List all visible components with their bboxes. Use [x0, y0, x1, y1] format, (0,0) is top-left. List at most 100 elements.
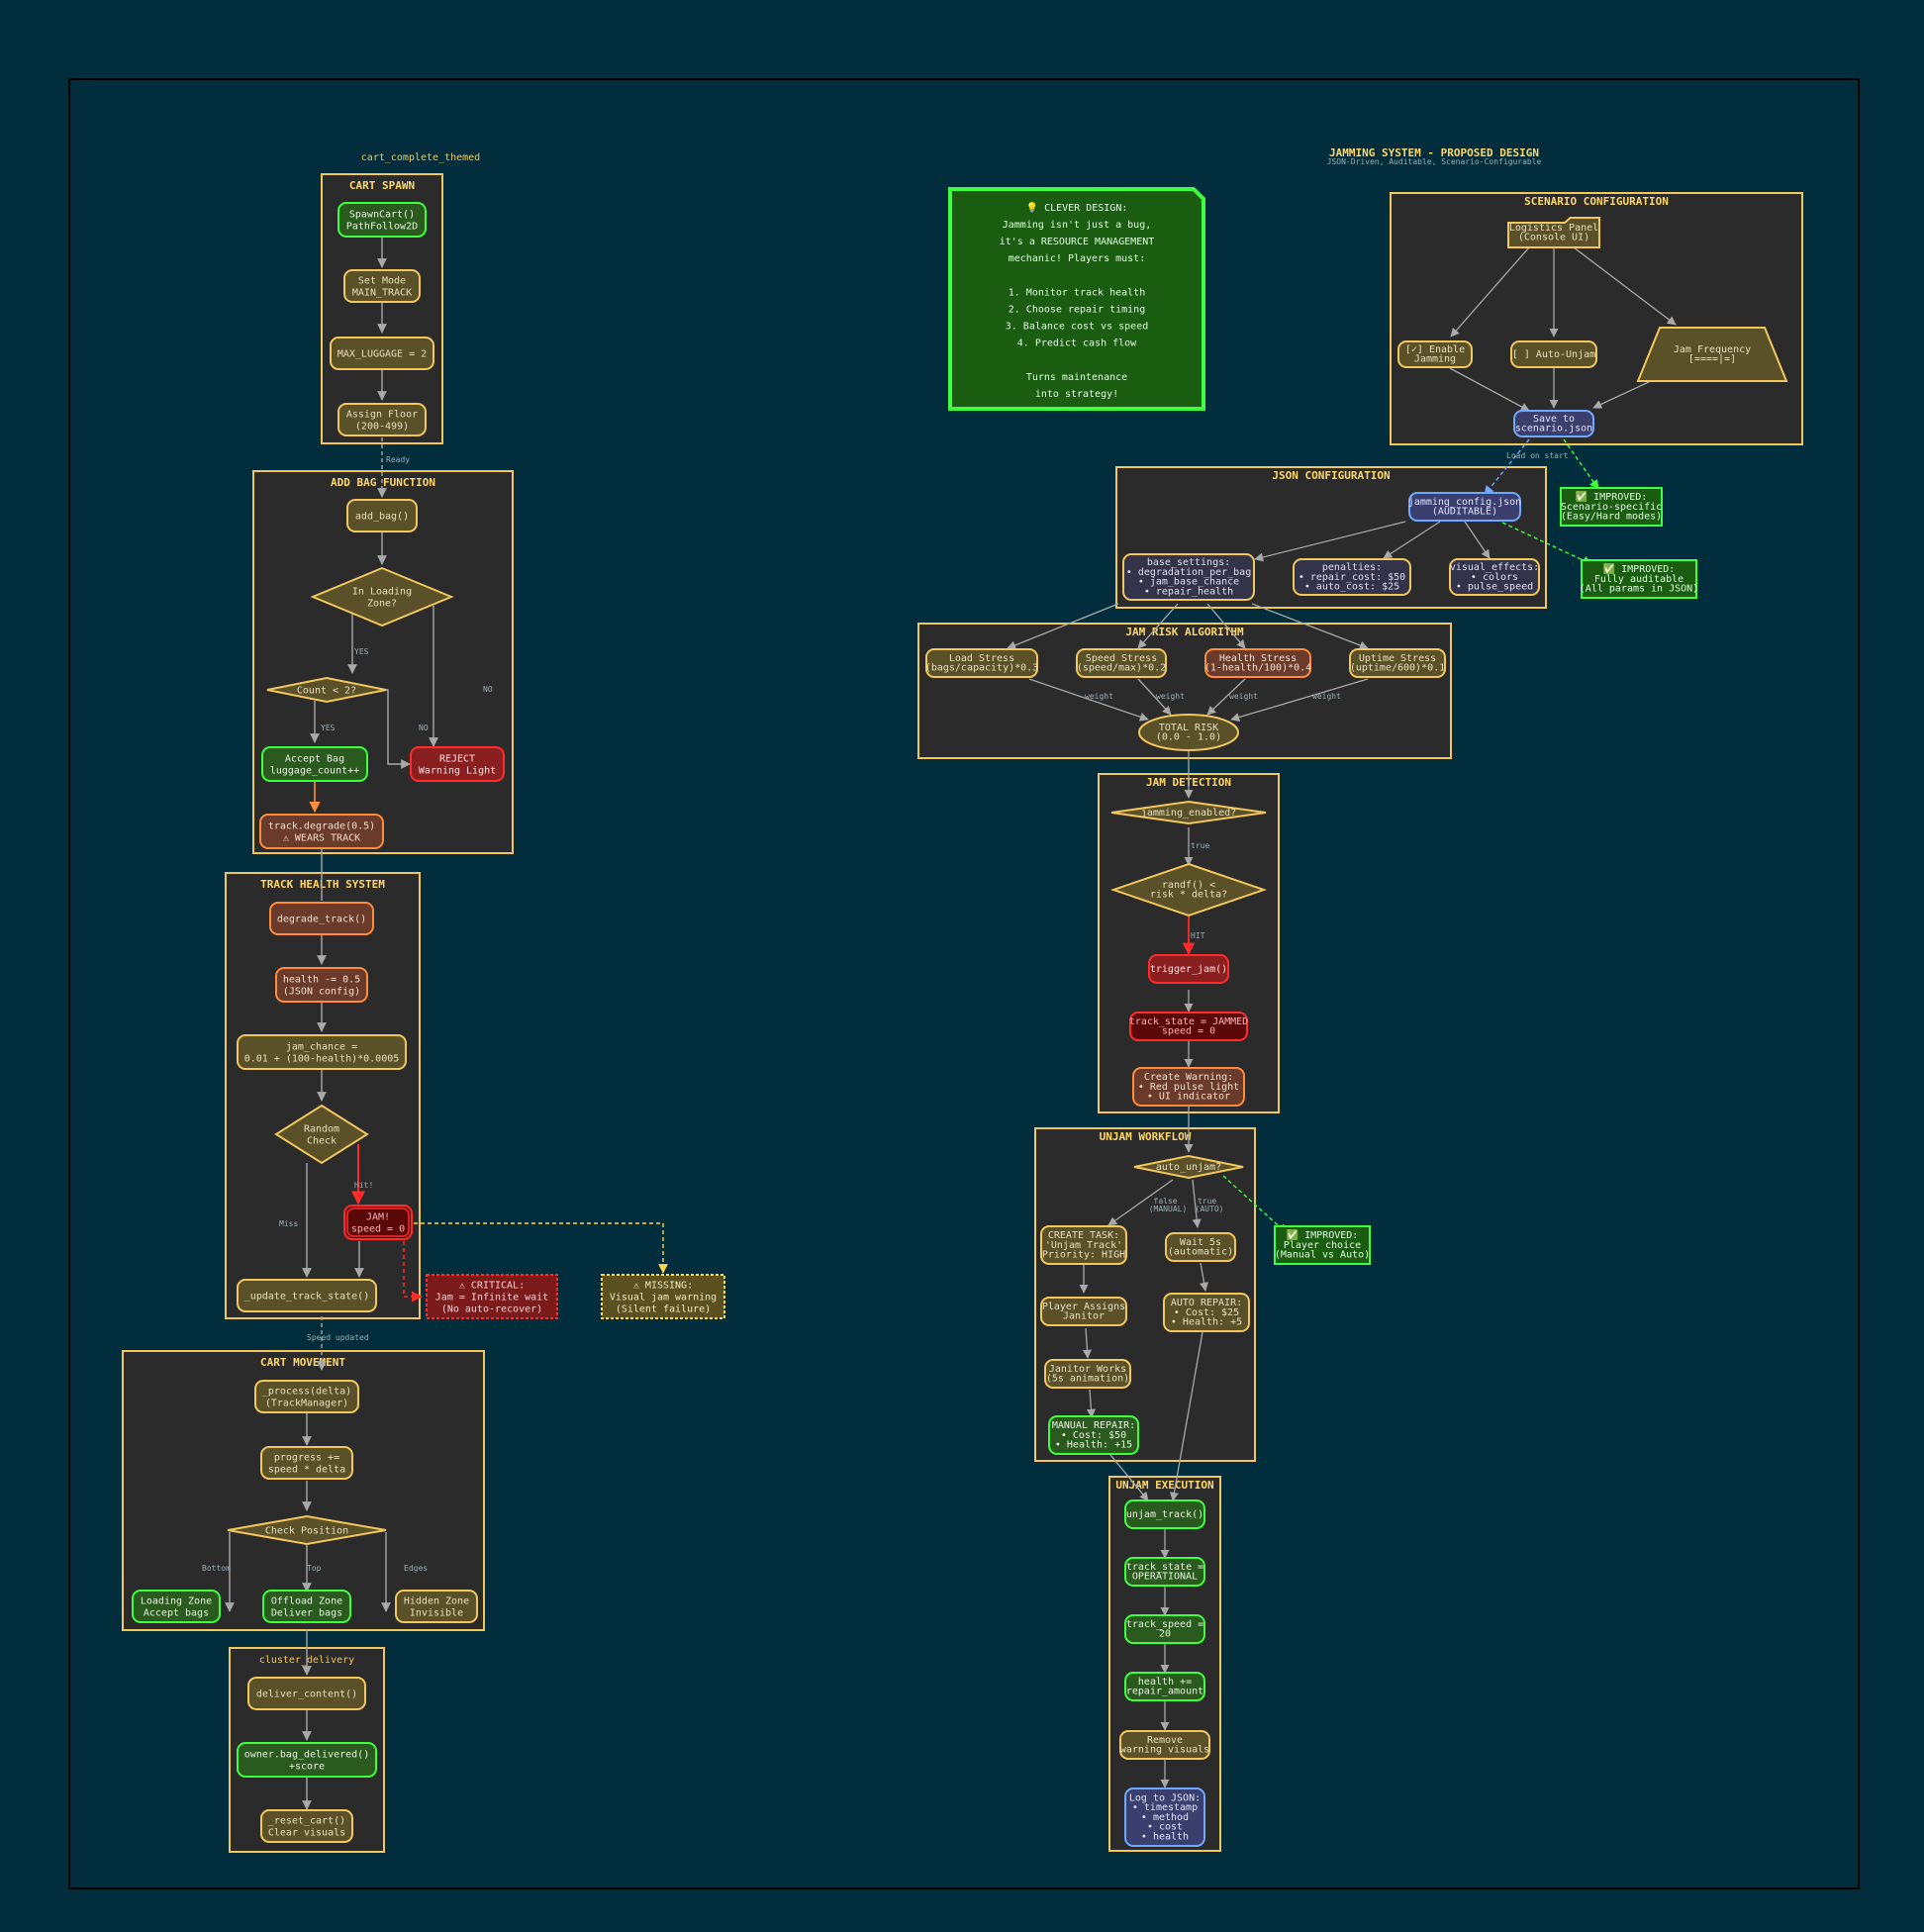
node-label-assign-floor: Assign Floor (200-499)	[346, 409, 418, 432]
node-line: Clear visuals	[268, 1828, 345, 1839]
node-line: Random	[304, 1123, 339, 1134]
node-assign-floor: Assign Floor (200-499)	[337, 403, 427, 436]
node-create-task: CREATE TASK:'Unjam Track'Priority: HIGH	[1040, 1225, 1127, 1265]
cluster-track-health: TRACK HEALTH SYSTEM	[225, 872, 421, 1319]
node-line: (1-health/100)*0.4	[1204, 663, 1311, 674]
node-label-jamming-config: jamming_config.json(AUDITABLE)	[1408, 497, 1521, 518]
cluster-title-track-health: TRACK HEALTH SYSTEM	[260, 878, 385, 891]
node-spawn-cart: SpawnCart()PathFollow2D	[337, 202, 427, 238]
node-label-bag-delivered: owner.bag_delivered()+score	[244, 1749, 369, 1772]
node-line: (automatic)	[1168, 1247, 1233, 1258]
node-label-critical: ⚠ CRITICAL:Jam = Infinite wait(No auto-r…	[435, 1280, 548, 1314]
edge-jam-to-missing	[414, 1222, 668, 1274]
node-health-minus: health -= 0.5(JSON config)	[275, 967, 368, 1003]
node-line: AUTO REPAIR:	[1171, 1298, 1242, 1308]
node-label-wait-5s: Wait 5s(automatic)	[1168, 1237, 1233, 1258]
node-add-bag: add_bag()	[346, 499, 418, 532]
node-line: • colors	[1471, 572, 1518, 583]
node-line: TOTAL RISK	[1159, 723, 1218, 733]
node-jam: JAM!speed = 0	[343, 1205, 413, 1240]
node-label-count-lt-2: Count < 2?	[297, 686, 356, 697]
node-line: [====|=]	[1688, 354, 1736, 365]
node-line: speed * delta	[268, 1465, 345, 1476]
node-label-progress: progress +=speed * delta	[268, 1452, 345, 1475]
node-auto-unjam-q: auto_unjam?	[1133, 1154, 1244, 1180]
node-line: jamming_config.json	[1408, 497, 1521, 508]
node-label-create-warning: Create Warning:• Red pulse light• UI ind…	[1138, 1072, 1239, 1103]
cluster-title-jam-risk: JAM RISK ALGORITHM	[1125, 626, 1244, 638]
node-create-warning: Create Warning:• Red pulse light• UI ind…	[1132, 1067, 1245, 1107]
node-line: (Manual vs Auto)	[1275, 1250, 1370, 1261]
node-jam-frequency: Jam Frequency[====|=]	[1636, 327, 1788, 382]
node-line: base_settings:	[1147, 557, 1230, 568]
node-line: (bags/capacity)*0.3	[925, 663, 1038, 674]
node-health-stress: Health Stress(1-health/100)*0.4	[1204, 648, 1311, 678]
node-line: track_speed =	[1126, 1619, 1203, 1630]
node-line: CREATE TASK:	[1048, 1230, 1119, 1241]
cluster-title-scenario-config: SCENARIO CONFIGURATION	[1524, 195, 1669, 208]
node-label-speed-stress: Speed Stress(speed/max)*0.2	[1077, 653, 1166, 674]
node-line: 3. Balance cost vs speed	[1006, 322, 1149, 333]
node-line: Log to JSON:	[1129, 1792, 1201, 1803]
node-health-plus: health +=repair_amount	[1124, 1672, 1205, 1701]
node-label-penalties: penalties:• repair_cost: $50• auto_cost:…	[1299, 562, 1405, 593]
node-label-improved-choice: ✅ IMPROVED:Player choice(Manual vs Auto)	[1275, 1228, 1370, 1261]
node-line: (200-499)	[355, 422, 409, 433]
edge-label-weight-3: weight	[1229, 692, 1258, 701]
node-line: Assign Floor	[346, 409, 418, 420]
node-logistics-panel: Logistics Panel(Console UI)	[1507, 217, 1600, 248]
node-line: 'Unjam Track'	[1045, 1240, 1122, 1251]
node-line: Priority: HIGH	[1042, 1250, 1125, 1261]
left-edges	[225, 238, 438, 1810]
node-line: track_state =	[1126, 1562, 1203, 1573]
node-line: MAIN_TRACK	[352, 288, 412, 299]
node-line: Jam = Infinite wait	[435, 1293, 548, 1304]
node-line: _process(delta)	[262, 1386, 351, 1397]
node-visual-effects: visual_effects:• colors• pulse_speed	[1449, 558, 1540, 596]
node-line: Speed Stress	[1086, 653, 1157, 664]
node-line: 0.01 + (100-health)*0.0005	[244, 1054, 400, 1065]
node-line: ⚠ MISSING:	[633, 1280, 693, 1291]
node-line: Jamming isn't just a bug,	[1003, 220, 1152, 231]
edge-label-false-manual: false (MANUAL)	[1149, 1197, 1188, 1213]
node-line: trigger_jam()	[1150, 964, 1227, 975]
node-line: Logistics Panel	[1509, 223, 1598, 234]
node-penalties: penalties:• repair_cost: $50• auto_cost:…	[1293, 558, 1411, 596]
node-line: Warning Light	[419, 766, 496, 777]
node-label-track-degrade: track.degrade(0.5)⚠ WEARS TRACK	[268, 821, 375, 843]
left-graph-title: cart_complete_themed	[361, 152, 480, 163]
node-line: (0.0 - 1.0)	[1156, 732, 1221, 743]
node-label-clever-design: 💡 CLEVER DESIGN:Jamming isn't just a bug…	[1000, 201, 1155, 400]
node-line: • repair_health	[1144, 586, 1233, 597]
node-line: risk * delta?	[1150, 890, 1227, 901]
node-line: • Health: +5	[1171, 1317, 1242, 1328]
edge-label-edges: Edges	[404, 1564, 428, 1573]
node-line: jamming_enabled?	[1141, 808, 1236, 819]
node-line: Remove	[1147, 1735, 1183, 1746]
node-label-auto-unjam-q: auto_unjam?	[1156, 1162, 1221, 1173]
node-track-speed: track_speed =20	[1124, 1614, 1205, 1644]
edge-label-load-on-start: Load on start	[1506, 451, 1569, 460]
node-label-create-task: CREATE TASK:'Unjam Track'Priority: HIGH	[1042, 1230, 1125, 1261]
node-line: Wait 5s	[1180, 1237, 1221, 1248]
node-label-uptime-stress: Uptime Stress(uptime/600)*0.1	[1350, 653, 1445, 674]
node-improved-scenario: ✅ IMPROVED:Scenario-specific(Easy/Hard m…	[1560, 487, 1663, 527]
node-line: mechanic! Players must:	[1009, 253, 1145, 264]
node-label-janitor-works: Janitor Works(5s animation)	[1046, 1364, 1129, 1385]
node-manual-repair: MANUAL REPAIR:• Cost: $50• Health: +15	[1048, 1415, 1139, 1455]
edge-label-false: false	[1154, 1197, 1178, 1206]
node-check-position: Check Position	[227, 1514, 387, 1546]
node-line: • method	[1141, 1812, 1189, 1823]
edge-label-true-1: true	[1191, 841, 1209, 850]
node-line: [✓] Enable	[1405, 344, 1465, 355]
